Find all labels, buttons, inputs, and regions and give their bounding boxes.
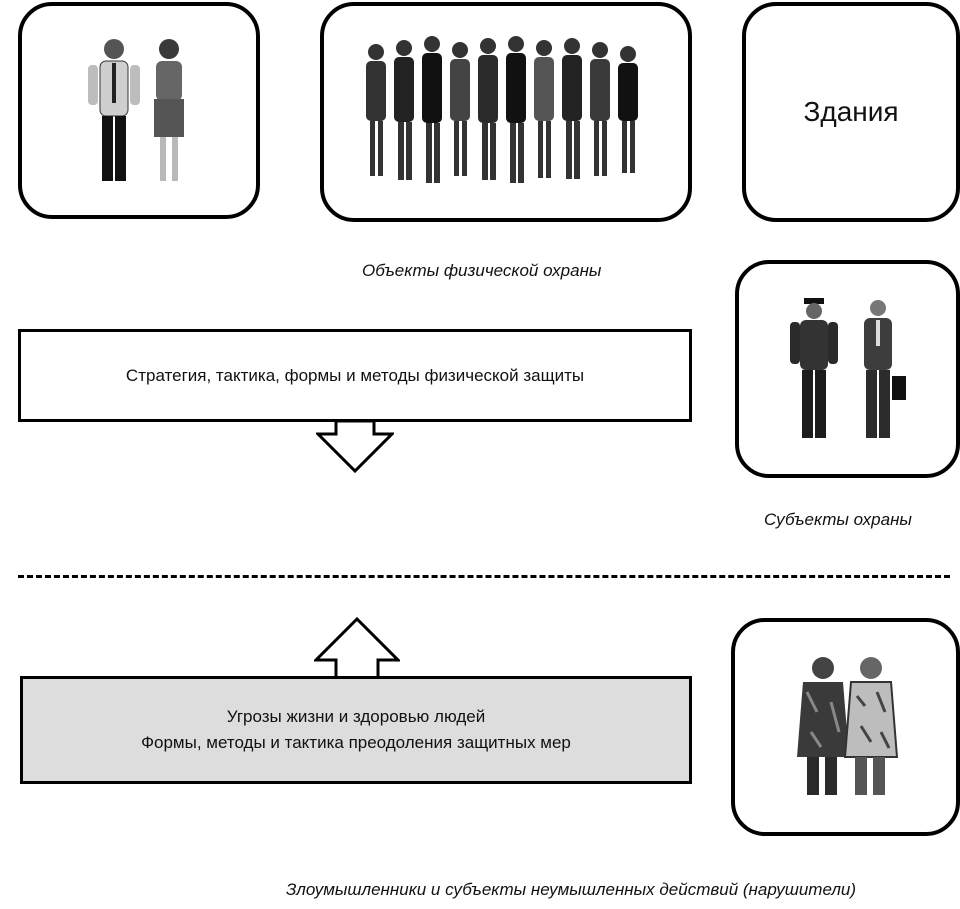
violators-caption: Злоумышленники и субъекты неумышленных д… (286, 880, 857, 899)
objects-caption: Объекты физической охраны (362, 261, 602, 280)
strategy-box: Стратегия, тактика, формы и методы физич… (18, 329, 692, 422)
up-arrow (314, 617, 400, 679)
subjects-caption: Субъекты охраны (764, 510, 912, 529)
intruders-box (731, 618, 960, 836)
buildings-label: Здания (803, 96, 899, 127)
threat-line-2: Формы, методы и тактика преодоления защи… (141, 733, 571, 752)
threat-text: Угрозы жизни и здоровью людей Формы, мет… (141, 704, 571, 756)
threat-line-1: Угрозы жизни и здоровью людей (226, 707, 486, 726)
guards-box (735, 260, 960, 478)
intruders-icon (796, 657, 898, 795)
two-people-icon (88, 38, 184, 181)
crowd-icon (366, 36, 638, 183)
down-arrow (316, 420, 394, 474)
dashed-divider (18, 575, 950, 578)
buildings-box: Здания (742, 2, 960, 222)
guards-icon (789, 298, 906, 438)
threat-box: Угрозы жизни и здоровью людей Формы, мет… (20, 676, 692, 784)
crowd-box (320, 2, 692, 222)
strategy-text: Стратегия, тактика, формы и методы физич… (125, 365, 585, 385)
two-people-box (18, 2, 260, 219)
